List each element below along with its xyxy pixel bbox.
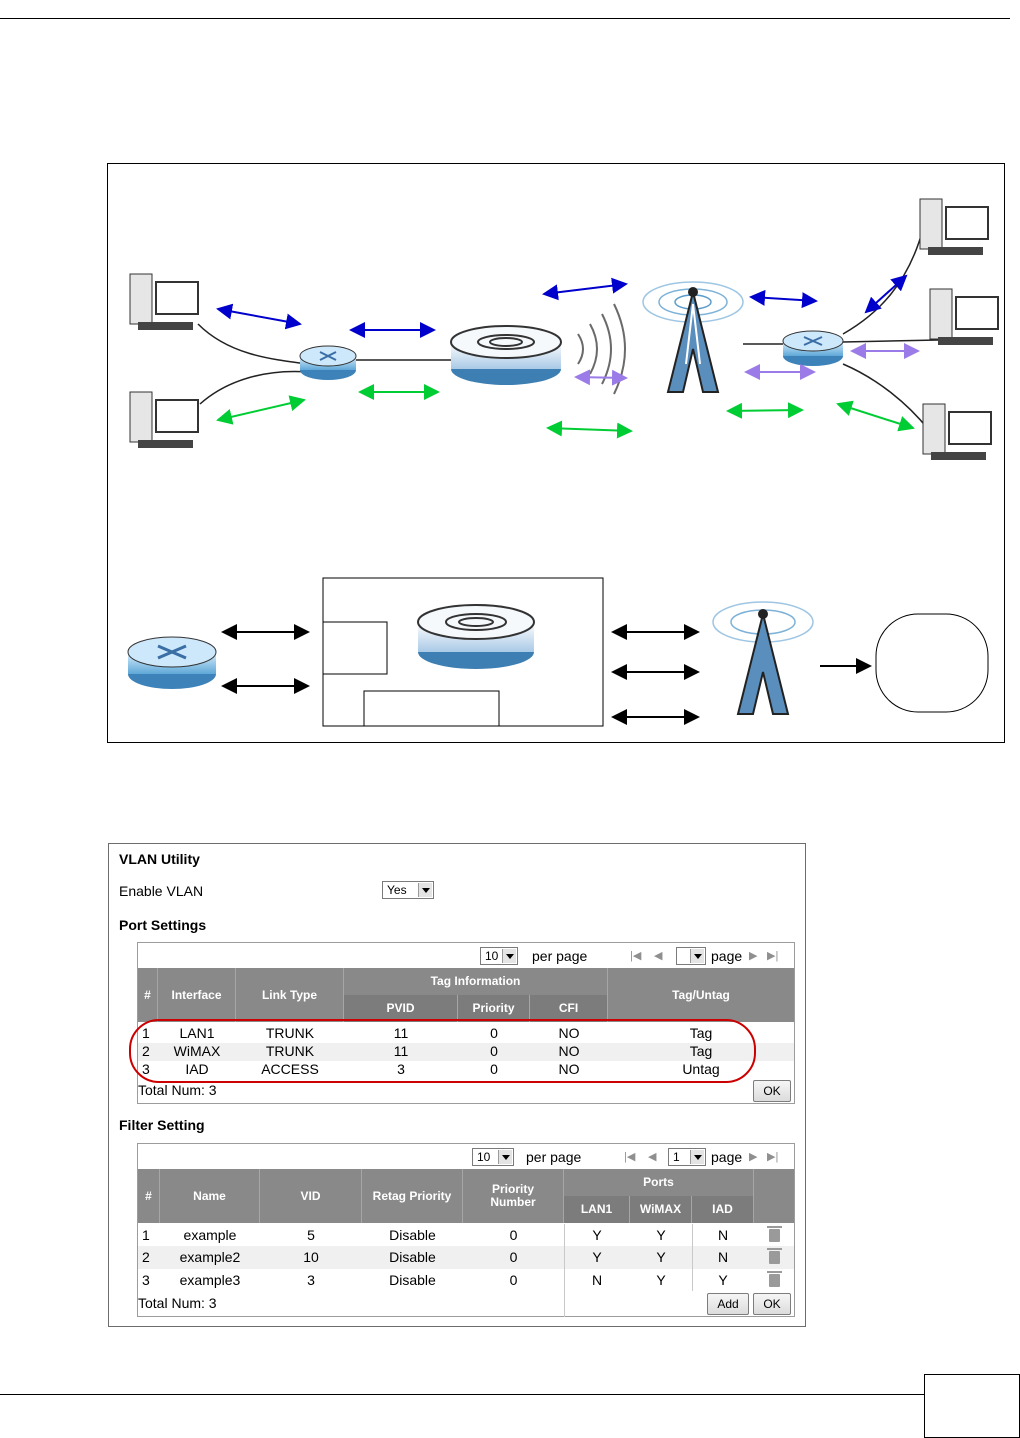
filter-setting-table: 10 per page |◀ ◀ 1 page ▶ ▶| # Name VID …: [137, 1143, 795, 1317]
col-interface: Interface: [158, 968, 236, 1022]
filter-total: Total Num: 3: [138, 1295, 217, 1311]
chevron-down-icon: [418, 883, 432, 897]
table-row[interactable]: 1 example 5 Disable 0 Y Y N: [138, 1224, 794, 1246]
col-ports: Ports: [564, 1169, 754, 1196]
col-pvid: PVID: [344, 995, 458, 1022]
enable-vlan-select[interactable]: Yes: [382, 881, 434, 899]
port-total: Total Num: 3: [138, 1082, 217, 1098]
per-page-label: per page: [532, 948, 588, 964]
col-link-type: Link Type: [236, 968, 344, 1022]
green-arrows: [216, 384, 915, 439]
first-page-icon[interactable]: |◀: [624, 1151, 636, 1163]
port-per-page-select[interactable]: 10: [480, 947, 518, 965]
col-cfi: CFI: [530, 995, 608, 1022]
blue-arrows: [216, 274, 908, 338]
col-priority: Priority: [458, 995, 530, 1022]
filter-setting-title: Filter Setting: [119, 1117, 205, 1133]
col-vid: VID: [260, 1169, 362, 1223]
switch-icon-right: [782, 330, 844, 366]
filter-ok-button[interactable]: OK: [753, 1293, 791, 1315]
first-page-icon[interactable]: |◀: [630, 950, 642, 962]
cables: [197, 228, 939, 430]
page-label: page: [711, 1149, 743, 1165]
table-row[interactable]: 2 WiMAX TRUNK 11 0 NO Tag: [138, 1043, 794, 1061]
bottom-rule: [0, 1394, 924, 1395]
computer-icon-left-top: [129, 273, 199, 330]
port-pager: 10 per page |◀ ◀ page ▶ ▶|: [138, 943, 794, 967]
cloud-box: [875, 613, 989, 713]
col-wimax: WiMAX: [630, 1196, 692, 1223]
iad-divider: [692, 1224, 693, 1291]
panel-title: VLAN Utility: [119, 851, 200, 867]
per-page-label: per page: [526, 1149, 582, 1165]
table-row[interactable]: 3 example3 3 Disable 0 N Y Y: [138, 1269, 794, 1291]
last-page-icon[interactable]: ▶|: [767, 1151, 779, 1163]
port-box-left: [322, 621, 388, 675]
col-iad: IAD: [692, 1196, 754, 1223]
switch-icon-left: [299, 345, 357, 380]
vlan-utility-panel: VLAN Utility Enable VLAN Yes Port Settin…: [108, 843, 806, 1327]
base-station-tower-icon: [642, 281, 744, 393]
col-actions: [754, 1169, 794, 1223]
col-name: Name: [160, 1169, 260, 1223]
page-number-box: [924, 1374, 1020, 1438]
col-retag-priority: Retag Priority: [362, 1169, 463, 1223]
add-button[interactable]: Add: [707, 1293, 749, 1315]
highlight-oval: [129, 1019, 756, 1083]
chevron-down-icon: [690, 949, 704, 963]
diagram-svg: [127, 198, 999, 727]
last-page-icon[interactable]: ▶|: [767, 950, 779, 962]
col-num: #: [138, 1169, 160, 1223]
trash-icon[interactable]: [767, 1271, 782, 1287]
ports-divider: [564, 1224, 565, 1317]
filter-page-select[interactable]: 1: [668, 1148, 706, 1166]
col-lan1: LAN1: [564, 1196, 630, 1223]
next-page-icon[interactable]: ▶: [749, 950, 758, 962]
prev-page-icon[interactable]: ◀: [654, 950, 663, 962]
computer-icon-right-bottom: [922, 403, 992, 460]
port-ok-button[interactable]: OK: [753, 1080, 791, 1102]
switch-icon-bottom: [127, 636, 217, 689]
page-label: page: [711, 948, 743, 964]
top-rule: [0, 18, 1010, 19]
computer-icon-right-middle: [929, 288, 999, 345]
chevron-down-icon: [502, 949, 516, 963]
wimax-device-icon-bottom: [417, 604, 535, 669]
chevron-down-icon: [498, 1150, 512, 1164]
col-priority-number: Priority Number: [463, 1169, 564, 1223]
radio-waves-icon: [577, 303, 626, 395]
col-tag-information: Tag Information: [344, 968, 608, 995]
prev-page-icon[interactable]: ◀: [648, 1151, 657, 1163]
computer-icon-right-top: [919, 198, 989, 255]
enable-vlan-label: Enable VLAN: [119, 883, 204, 899]
trash-icon[interactable]: [767, 1248, 782, 1264]
port-box-bottom: [363, 690, 500, 727]
port-settings-title: Port Settings: [119, 917, 207, 933]
base-station-tower-icon-bottom: [712, 601, 814, 715]
network-diagram: [107, 163, 1005, 743]
filter-per-page-select[interactable]: 10: [472, 1148, 514, 1166]
chevron-down-icon: [690, 1150, 704, 1164]
trash-icon[interactable]: [767, 1226, 782, 1242]
table-row[interactable]: 3 IAD ACCESS 3 0 NO Untag: [142, 1061, 720, 1077]
table-row[interactable]: 1 LAN1 TRUNK 11 0 NO Tag: [142, 1025, 713, 1041]
table-row[interactable]: 2 example2 10 Disable 0 Y Y N: [138, 1246, 794, 1269]
port-settings-table: 10 per page |◀ ◀ page ▶ ▶| # Interface L…: [129, 942, 795, 1104]
black-arrows: [221, 624, 872, 725]
col-tag-untag: Tag/Untag: [608, 968, 794, 1022]
col-num: #: [138, 968, 158, 1022]
filter-pager: 10 per page |◀ ◀ 1 page ▶ ▶|: [138, 1144, 794, 1168]
port-page-select[interactable]: [676, 947, 706, 965]
wimax-device-icon: [450, 325, 562, 385]
computer-icon-left-bottom: [129, 391, 199, 448]
purple-arrows: [574, 343, 920, 386]
next-page-icon[interactable]: ▶: [749, 1151, 758, 1163]
